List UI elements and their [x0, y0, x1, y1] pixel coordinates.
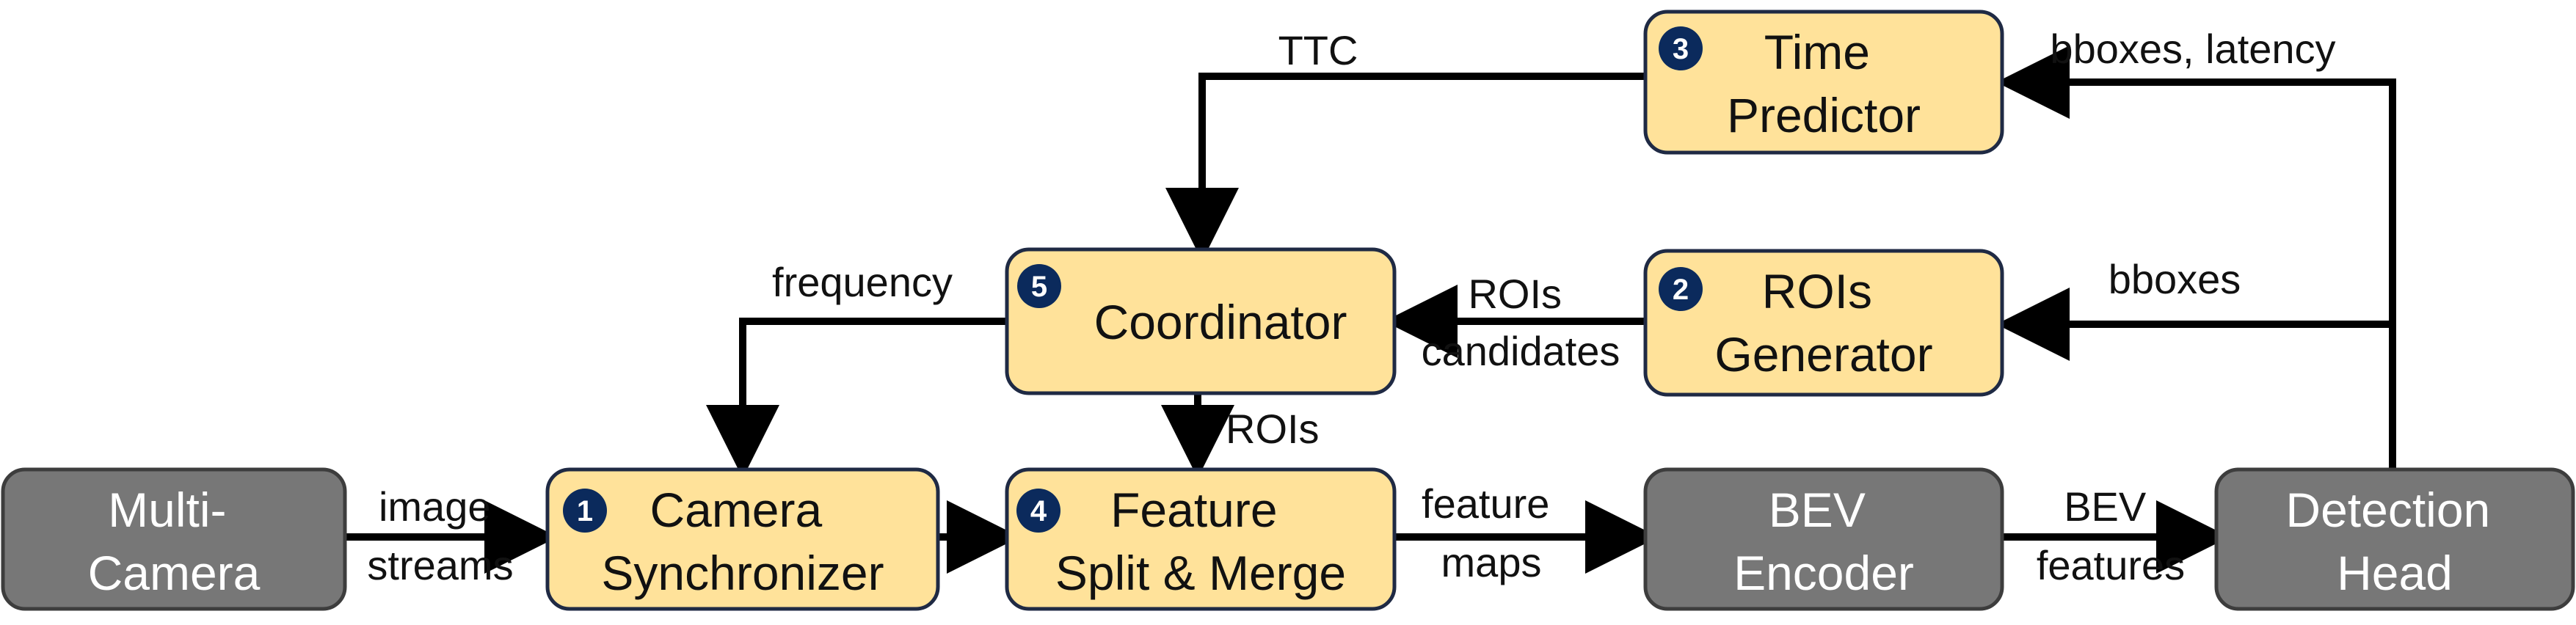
edge-label-frequency: frequency [772, 259, 953, 305]
edge-label-feature-maps-line-2: maps [1441, 539, 1542, 585]
node-coordinator: 5 Coordinator [1005, 247, 1397, 395]
edge-label-rois-candidates: ROIs candidates [1422, 271, 1620, 374]
badge-4-icon [1016, 489, 1060, 533]
edge-label-rois-line-1: ROIs [1226, 406, 1320, 452]
badge-3-number: 3 [1673, 33, 1689, 65]
edge-label-feature-maps: feature maps [1422, 480, 1561, 585]
node-bev-encoder-line-2: Encoder [1733, 546, 1914, 600]
badge-3-icon [1659, 26, 1703, 70]
svg-text:ROIs Generator: ROIs Generator [1714, 264, 1932, 381]
svg-text:Camera Synchronizer: Camera Synchronizer [601, 483, 884, 600]
node-camera-synchronizer-box [545, 467, 940, 611]
node-feature-split-merge-box [1005, 467, 1397, 611]
node-multi-camera-box [1, 467, 347, 611]
node-bev-encoder-box [1643, 467, 2004, 611]
edge-label-bev-features-line-2: features [2037, 542, 2185, 588]
edge-label-bboxes: bboxes [2109, 256, 2241, 302]
edge-label-ttc-line-1: TTC [1278, 27, 1358, 73]
node-rois-generator-box [1643, 249, 2004, 397]
edge-label-image-streams-line-1: image [379, 483, 491, 530]
node-time-predictor-box [1643, 10, 2004, 155]
edge-label-rois-candidates-line-1: ROIs [1468, 271, 1562, 317]
arrow-coordinator-to-sync [706, 318, 1005, 478]
badge-2-number: 2 [1673, 274, 1689, 306]
edge-label-bboxes-line-1: bboxes [2109, 256, 2241, 302]
svg-text:BEV Encoder: BEV Encoder [1733, 483, 1914, 600]
node-multi-camera-line-2: Camera [88, 546, 261, 600]
node-bev-encoder-line-1: BEV [1769, 483, 1866, 537]
edge-label-ttc: TTC [1278, 27, 1358, 73]
node-rois-generator: 2 ROIs Generator [1643, 249, 2004, 397]
node-time-predictor: 3 Time Predictor [1643, 10, 2004, 155]
badge-4-number: 4 [1030, 495, 1047, 527]
node-rois-generator-line-2: Generator [1714, 327, 1932, 381]
node-detection-head-box [2214, 467, 2575, 611]
badge-1-number: 1 [577, 495, 593, 527]
svg-text:Time Predictor: Time Predictor [1727, 25, 1921, 142]
svg-text:Feature Split & Merge: Feature Split & Merge [1055, 483, 1346, 600]
edge-label-bboxes-latency: bboxes, latency [2050, 26, 2335, 72]
badge-5-icon [1017, 264, 1061, 308]
svg-text:Coordinator: Coordinator [1094, 295, 1347, 349]
node-multi-camera-line-1: Multi- [108, 483, 226, 537]
node-camera-synchronizer-line-2: Synchronizer [601, 546, 884, 600]
node-detection-head-line-2: Head [2337, 546, 2453, 600]
edge-label-image-streams-line-2: streams [367, 542, 513, 588]
node-camera-synchronizer: 1 Camera Synchronizer [545, 467, 940, 611]
badge-1-icon [563, 489, 607, 533]
edge-label-bboxes-latency-line-1: bboxes, latency [2050, 26, 2335, 72]
node-time-predictor-line-2: Predictor [1727, 88, 1921, 142]
edge-label-frequency-line-1: frequency [772, 259, 953, 305]
edge-label-bev-features-line-1: BEV [2064, 483, 2147, 530]
edge-label-rois-candidates-line-2: candidates [1422, 328, 1620, 374]
arrow-time-predictor-to-coordinator [1165, 73, 1644, 261]
node-feature-split-merge-line-2: Split & Merge [1055, 546, 1346, 600]
node-rois-generator-line-1: ROIs [1762, 264, 1872, 318]
arrow-detection-to-time-predictor [1996, 45, 2396, 324]
svg-text:Detection Head: Detection Head [2285, 483, 2503, 600]
node-camera-synchronizer-line-1: Camera [650, 483, 822, 537]
node-time-predictor-line-1: Time [1764, 25, 1870, 79]
node-bev-encoder: BEV Encoder [1643, 467, 2004, 611]
arrow-detection-to-rois-generator [1996, 288, 2396, 469]
edge-label-rois: ROIs [1226, 406, 1320, 452]
node-coordinator-box [1005, 247, 1397, 395]
edge-label-image-streams: image streams [367, 483, 513, 588]
arrows [345, 45, 2396, 574]
edge-label-bev-features: BEV features [2037, 483, 2185, 588]
edge-label-feature-maps-line-1: feature [1422, 480, 1549, 527]
node-coordinator-line-1: Coordinator [1094, 295, 1347, 349]
node-detection-head: Detection Head [2214, 467, 2575, 611]
node-multi-camera: Multi- Camera [1, 467, 347, 611]
node-detection-head-line-1: Detection [2285, 483, 2490, 537]
svg-text:Multi- Camera: Multi- Camera [88, 483, 261, 600]
badge-2-icon [1659, 267, 1703, 311]
node-feature-split-merge-line-1: Feature [1110, 483, 1277, 537]
node-feature-split-merge: 4 Feature Split & Merge [1005, 467, 1397, 611]
badge-5-number: 5 [1031, 271, 1047, 303]
